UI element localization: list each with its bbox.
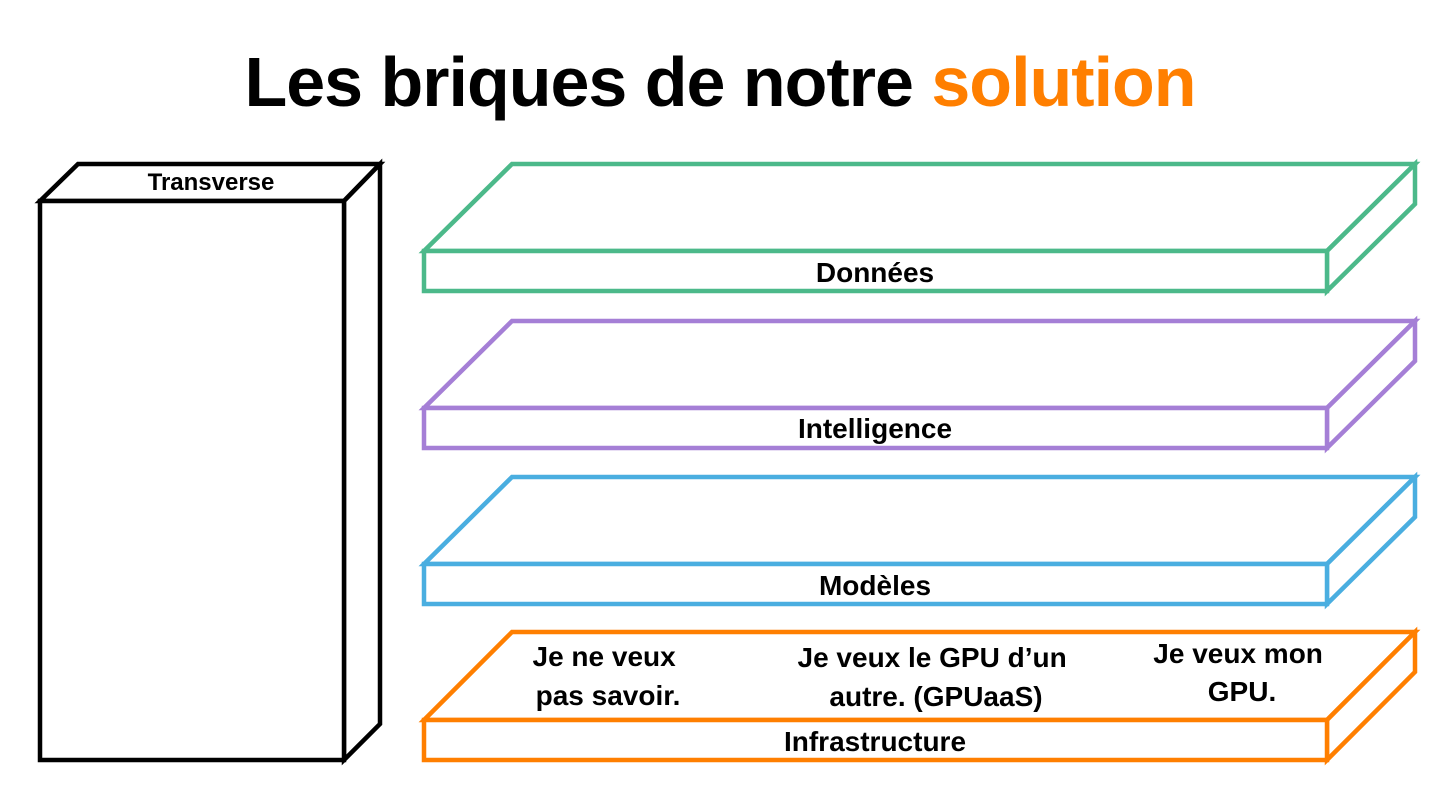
layer-modeles-label: Modèles: [819, 570, 931, 601]
infra-option-3: Je veux mon GPU.: [1153, 638, 1330, 707]
layer-infrastructure: Infrastructure Je ne veux pas savoir. Je…: [418, 626, 1421, 766]
title-accent: solution: [931, 43, 1196, 121]
layer-donnees-front: [421, 248, 1330, 294]
infra-option-2: Je veux le GPU d’un autre. (GPUaaS): [798, 642, 1075, 712]
infra-option-2-line1: Je veux le GPU d’un: [798, 642, 1067, 673]
infra-option-1-line2: pas savoir.: [536, 680, 681, 711]
infra-option-3-line1: Je veux mon: [1153, 638, 1323, 669]
layer-donnees: Données: [418, 158, 1421, 297]
layer-modeles-top: [418, 474, 1421, 567]
infra-option-2-line2: autre. (GPUaaS): [829, 681, 1042, 712]
title-prefix: Les briques de notre: [244, 43, 913, 121]
layer-intelligence-top: [418, 318, 1421, 411]
page-title: Les briques de notre solution: [0, 40, 1440, 124]
layer-infrastructure-front: [421, 717, 1330, 763]
transverse-block: Transverse: [34, 158, 386, 766]
layer-donnees-label: Données: [816, 257, 934, 288]
transverse-label: Transverse: [148, 169, 275, 196]
transverse-block-front: [37, 198, 347, 763]
layer-donnees-top: [418, 161, 1421, 254]
infra-option-3-line2: GPU.: [1208, 676, 1276, 707]
layer-infrastructure-label: Infrastructure: [784, 726, 966, 757]
layer-modeles: Modèles: [418, 471, 1421, 610]
layer-intelligence-label: Intelligence: [798, 413, 952, 444]
layer-intelligence: Intelligence: [418, 315, 1421, 454]
infra-option-1-line1: Je ne veux: [533, 641, 677, 672]
infra-option-1: Je ne veux pas savoir.: [533, 641, 684, 711]
layer-intelligence-front: [421, 405, 1330, 451]
transverse-block-side: [341, 158, 383, 766]
layer-modeles-front: [421, 561, 1330, 607]
